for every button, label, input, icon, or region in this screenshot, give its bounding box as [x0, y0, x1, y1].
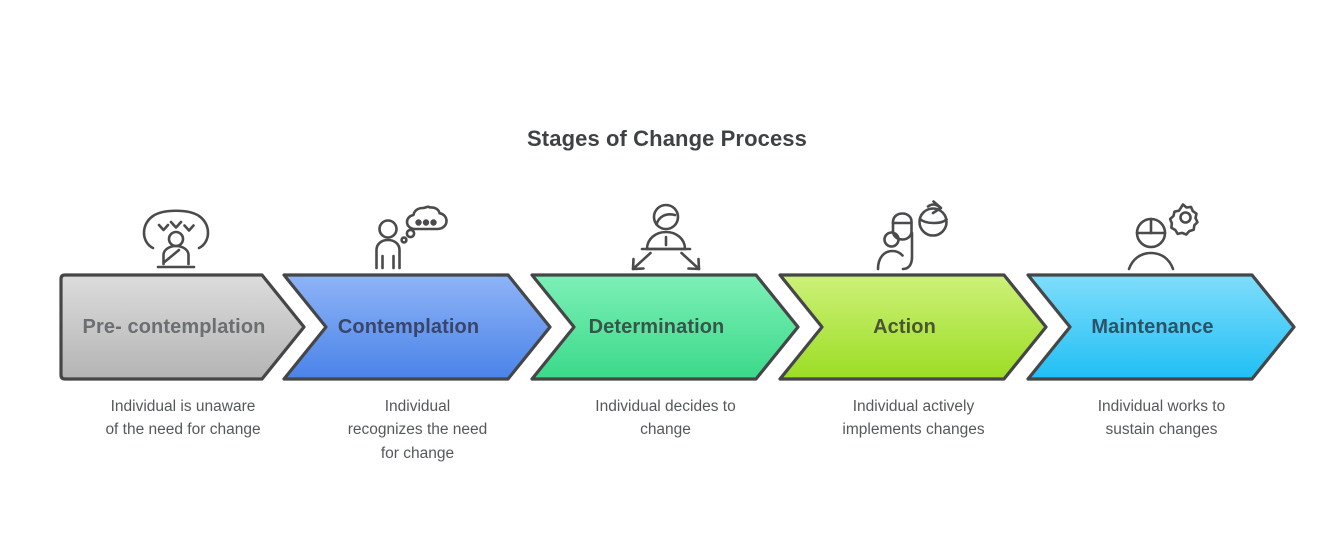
person-thought-bubble-icon	[280, 190, 555, 272]
stage-determination[interactable]: Determination Individual decides to chan…	[528, 190, 803, 490]
stage-caption-contemplation: Individual recognizes the need for chang…	[347, 398, 488, 462]
stages-flow: Pre- contemplation Individual is unaware…	[57, 190, 1296, 490]
page-title: Stages of Change Process	[527, 126, 807, 151]
person-gear-icon	[1024, 190, 1299, 272]
person-rotating-arrow-icon	[776, 190, 1051, 272]
stage-action[interactable]: Action Individual actively implements ch…	[776, 190, 1051, 490]
chevron-shape-contemplation[interactable]	[280, 272, 555, 382]
stage-caption-maintenance: Individual works to sustain changes	[1097, 398, 1226, 439]
chevron-shape-pre-contemplation[interactable]	[57, 272, 309, 382]
stage-pre-contemplation[interactable]: Pre- contemplation Individual is unaware…	[57, 190, 309, 490]
stage-contemplation[interactable]: Contemplation Individual recognizes the …	[280, 190, 555, 490]
stage-caption-determination: Individual decides to change	[595, 398, 736, 439]
chevron-shape-maintenance[interactable]	[1024, 272, 1299, 382]
stage-maintenance[interactable]: Maintenance Individual works to sustain …	[1024, 190, 1299, 490]
chevron-shape-action[interactable]	[776, 272, 1051, 382]
stage-caption-pre-contemplation: Individual is unaware of the need for ch…	[105, 398, 261, 439]
stage-caption-action: Individual actively implements changes	[842, 398, 985, 439]
person-thinking-birds-icon	[57, 190, 309, 272]
chevron-shape-determination[interactable]	[528, 272, 803, 382]
person-target-arrows-icon	[528, 190, 803, 272]
